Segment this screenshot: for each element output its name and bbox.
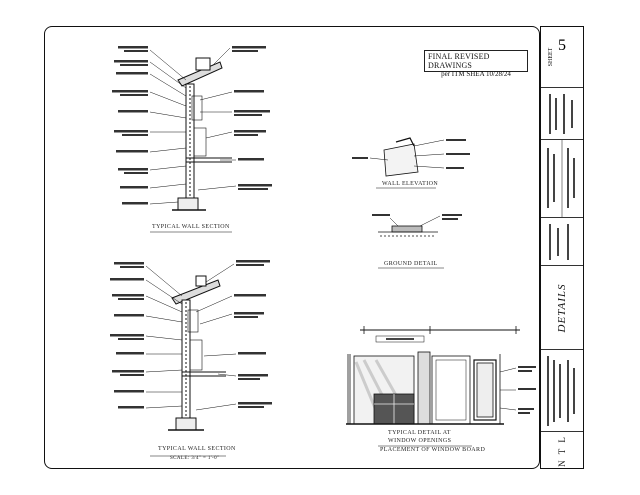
caption-interior-elevation: TYPICAL DETAIL AT — [388, 430, 451, 436]
revision-stamp-line2: per ITM SHEA 10/28/24 — [441, 70, 511, 78]
revision-stamp-line1: FINAL REVISED DRAWINGS — [428, 52, 490, 70]
caption-wall-elevation: WALL ELEVATION — [382, 181, 439, 187]
caption-wall-section-2: TYPICAL WALL SECTION — [158, 446, 236, 452]
wall-section-2 — [110, 260, 272, 431]
subcaption-interior-elevation: WINDOW OPENINGS — [388, 438, 452, 444]
title-block-project — [541, 349, 583, 431]
title-block-info-1 — [541, 87, 583, 139]
sheet-title: DETAILS — [556, 283, 568, 332]
title-block-info-2 — [541, 139, 583, 217]
wall-elevation — [352, 137, 470, 177]
wall-section-1 — [112, 46, 272, 211]
firm-cell: N T L — [541, 431, 583, 470]
subcaption-wall-section-2: SCALE: 3/4" = 1'-0" — [170, 456, 220, 461]
title-block: SHEET 5 DETAILS N T L — [540, 26, 584, 469]
title-block-info-3 — [541, 217, 583, 265]
subcaption2-interior-elevation: PLACEMENT OF WINDOW BOARD — [380, 447, 486, 453]
caption-ground-detail: GROUND DETAIL — [384, 261, 438, 267]
caption-wall-section-1: TYPICAL WALL SECTION — [152, 224, 230, 230]
sheet-title-cell: DETAILS — [541, 265, 583, 349]
sheet-label: SHEET — [548, 47, 554, 67]
sheet-number: 5 — [558, 37, 566, 54]
interior-elevation — [346, 326, 536, 425]
sheet-number-cell: SHEET 5 — [541, 27, 583, 87]
sheet-border — [44, 26, 540, 469]
revision-stamp: FINAL REVISED DRAWINGS per ITM SHEA 10/2… — [424, 50, 528, 78]
firm-initials: N T L — [557, 435, 567, 467]
ground-detail — [372, 214, 462, 237]
